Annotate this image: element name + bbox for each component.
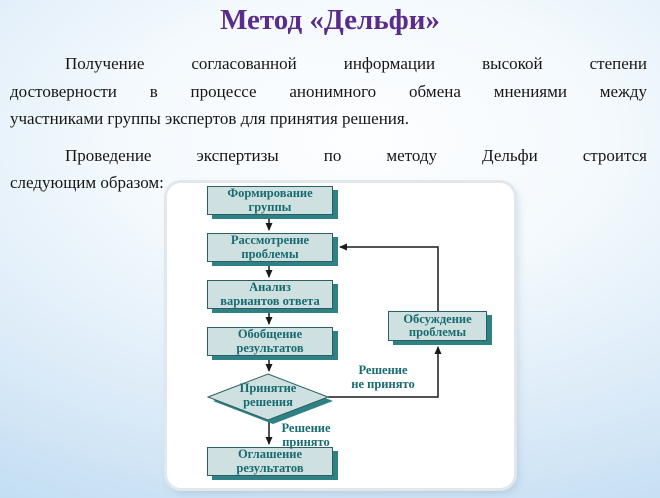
edge-label-line: принято — [282, 434, 330, 449]
node-label-line: решения — [243, 394, 293, 409]
node-label-line: результатов — [236, 340, 304, 355]
flow-node-summarize-results: Обобщение результатов — [207, 327, 333, 356]
node-label-line: Обсуждение — [403, 311, 472, 326]
edge-label-accepted: Решение принято — [275, 421, 337, 449]
node-label-line: проблемы — [241, 246, 299, 261]
paragraph-2: Проведение экспертизы по методу Дельфи с… — [10, 142, 647, 197]
edge-label-line: Решение — [281, 421, 331, 435]
node-label-line: Обобщение — [237, 327, 303, 341]
node-label-line: проблемы — [408, 325, 467, 339]
flow-node-form-group: Формирование группы — [207, 186, 333, 215]
node-label-line: результатов — [236, 460, 304, 475]
flow-node-discuss-problem: Обсуждение проблемы — [388, 311, 487, 341]
node-label-line: Оглашение — [237, 447, 303, 461]
flow-node-analyze-answers: Анализ вариантов ответа — [207, 280, 333, 309]
node-label-line: вариантов ответа — [220, 293, 320, 308]
slide-title: Метод «Дельфи» — [220, 4, 440, 36]
flowchart-panel: Формирование группы Рассмотрение проблем… — [167, 183, 514, 488]
paragraph-line: достоверности в процессе анонимного обме… — [10, 81, 647, 101]
node-label-line: Рассмотрение — [230, 233, 310, 247]
flow-node-announce-results: Оглашение результатов — [207, 447, 333, 476]
paragraph-1: Получение согласованной информации высок… — [10, 50, 647, 133]
arrow-discuss-to-consider — [339, 243, 439, 311]
decision-diamond — [206, 373, 330, 421]
edge-label-line: Решение — [358, 363, 408, 377]
paragraph-line: участниками группы экспертов для приняти… — [10, 109, 409, 128]
node-label-line: Анализ — [249, 280, 291, 294]
flow-node-make-decision-label: Принятие решения — [222, 381, 314, 409]
paragraph-line: Получение согласованной информации высок… — [65, 54, 647, 73]
node-label-line: Принятие — [239, 381, 297, 395]
paragraph-line: Проведение экспертизы по методу Дельфи с… — [65, 145, 647, 165]
flowchart-connectors — [206, 215, 442, 445]
paragraph-line: следующим образом: — [10, 173, 164, 192]
slide-body: Получение согласованной информации высок… — [10, 50, 647, 206]
flow-node-consider-problem: Рассмотрение проблемы — [207, 233, 333, 262]
edge-label-line: не принято — [351, 376, 415, 391]
edge-label-not-accepted: Решение не принято — [339, 363, 427, 391]
node-label-line: группы — [248, 199, 292, 214]
arrow-decision-to-discuss — [328, 346, 442, 398]
node-label-line: Формирование — [227, 186, 313, 200]
